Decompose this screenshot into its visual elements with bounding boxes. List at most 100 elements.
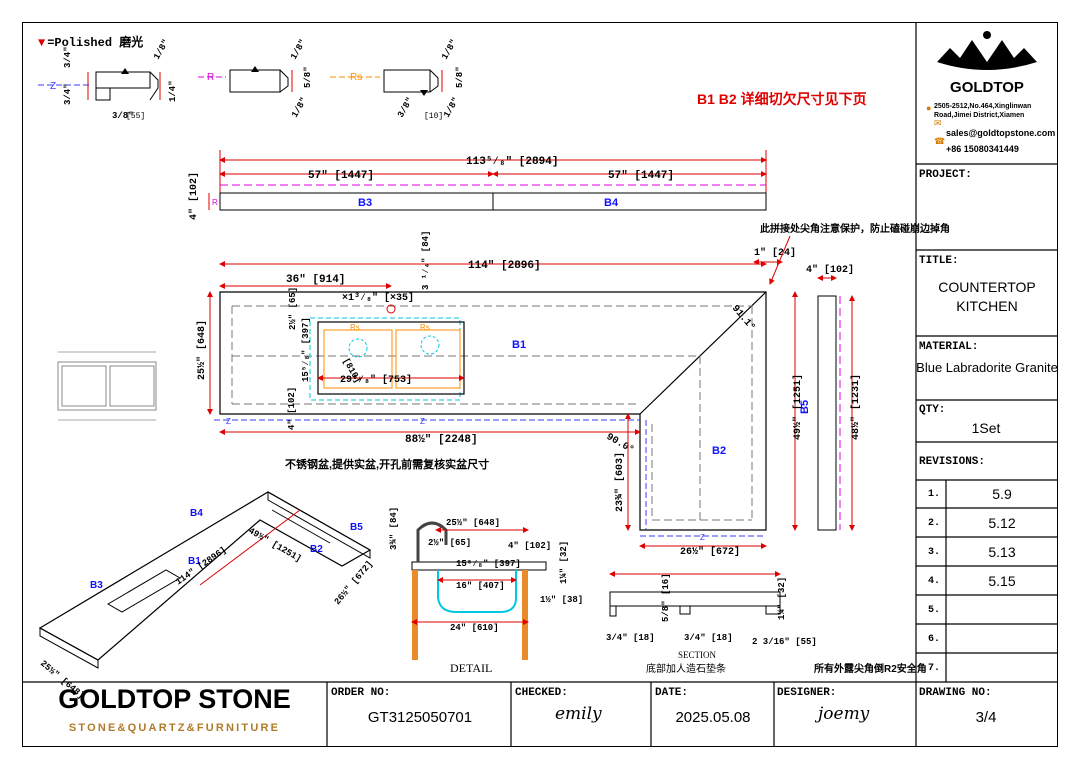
edge-profile-z: Z 3/4" 3/4" 3/8" 1/4" 1/8" [55] [38, 38, 178, 121]
svg-text:3/8": 3/8" [112, 111, 134, 121]
revision-row: 2.5.12 [928, 515, 1016, 531]
checked-label: CHECKED: [515, 687, 568, 699]
material-value: Blue Labradorite Granite [916, 360, 1058, 375]
svg-text:5/8": 5/8" [303, 66, 313, 88]
svg-text:25½" [648]: 25½" [648] [196, 320, 208, 380]
title-value: COUNTERTOP KITCHEN [938, 279, 1036, 314]
company-email: sales@goldtopstone.com [946, 128, 1056, 138]
svg-text:1/8": 1/8" [290, 96, 309, 120]
svg-text:88½" [2248]: 88½" [2248] [405, 434, 478, 446]
svg-text:不锈钢盆,提供实盆,开孔前需复核实盆尺寸: 不锈钢盆,提供实盆,开孔前需复核实盆尺寸 [285, 457, 489, 471]
edge-profile-r: R 1/8" 5/8" 1/8" [198, 38, 313, 120]
drawing-frame [22, 22, 1058, 747]
svg-text:15⁵⁄₈" [397]: 15⁵⁄₈" [397] [301, 317, 311, 382]
svg-text:113⁵⁄₈" [2894]: 113⁵⁄₈" [2894] [466, 156, 558, 168]
checked-signature: emily [555, 704, 602, 724]
revision-row: 5. [928, 605, 941, 616]
revisions-table: 1.5.9 2.5.12 3.5.13 4.5.15 5. 6. 7. [916, 480, 1058, 682]
revision-row: 6. [928, 634, 941, 645]
svg-text:Rs: Rs [420, 323, 430, 332]
material-label: MATERIAL: [919, 341, 979, 353]
svg-text:Z: Z [226, 417, 231, 426]
order-label: ORDER NO: [331, 687, 391, 699]
svg-text:Z: Z [700, 533, 705, 542]
qty-value: 1Set [971, 420, 1001, 436]
svg-text:5/8": 5/8" [455, 66, 465, 88]
svg-text:3/4" [18]: 3/4" [18] [684, 633, 733, 643]
svg-text:4" [102]: 4" [102] [508, 541, 551, 551]
svg-text:3/4" [18]: 3/4" [18] [606, 633, 655, 643]
svg-text:Rs: Rs [350, 323, 360, 332]
revisions-label: REVISIONS: [919, 456, 986, 468]
svg-text:B1: B1 [188, 556, 201, 567]
svg-text:1¼" [32]: 1¼" [32] [559, 541, 569, 584]
email-icon: ✉ [934, 118, 942, 128]
svg-text:B4: B4 [190, 508, 203, 519]
svg-text:R: R [207, 72, 214, 83]
svg-text:1/8": 1/8" [152, 38, 171, 62]
svg-text:B3: B3 [358, 197, 372, 209]
safety-note: 所有外露尖角倒R2安全角 [814, 662, 927, 675]
svg-text:底部加人造石垫条: 底部加人造石垫条 [646, 662, 726, 675]
qty-label: QTY: [919, 404, 946, 416]
sink-detail: 25½" [648] 3¾" [84] 2½" [65] 4" [102] 15… [389, 507, 583, 675]
edge-profile-rs: Rs 1/8" 5/8" 3/8" [10] 1/8" [330, 38, 465, 121]
svg-text:25½" [648]: 25½" [648] [446, 518, 500, 528]
svg-text:[10]: [10] [424, 112, 443, 121]
designer-signature: joemy [818, 704, 870, 724]
svg-text:26½" [672]: 26½" [672] [333, 559, 375, 607]
svg-text:57" [1447]: 57" [1447] [608, 170, 674, 182]
svg-text:16" [407]: 16" [407] [456, 581, 505, 591]
svg-text:48½" [1231]: 48½" [1231] [850, 374, 862, 440]
svg-text:57" [1447]: 57" [1447] [308, 170, 374, 182]
svg-text:91.1°: 91.1° [729, 303, 757, 334]
svg-text:3/8": 3/8" [396, 96, 415, 120]
svg-text:3/4": 3/4" [63, 83, 73, 105]
title-label: TITLE: [919, 255, 959, 267]
logo-text: GOLDTOP [950, 79, 1024, 96]
svg-text:Z: Z [50, 81, 56, 92]
svg-text:36" [914]: 36" [914] [286, 274, 345, 286]
svg-text:Z: Z [420, 417, 425, 426]
date-label: DATE: [655, 687, 689, 699]
backsplash-view: 113⁵⁄₈" [2894] 57" [1447] 57" [1447] B3 … [188, 150, 767, 220]
svg-text:B2: B2 [310, 544, 323, 555]
svg-text:B4: B4 [604, 197, 619, 209]
svg-text:B2: B2 [712, 445, 726, 457]
svg-text:24" [610]: 24" [610] [450, 623, 499, 633]
svg-text:26½" [672]: 26½" [672] [680, 546, 740, 558]
svg-text:B5: B5 [799, 400, 811, 414]
revision-row: 3.5.13 [928, 544, 1016, 560]
phone-icon: ☎ [934, 136, 945, 146]
svg-text:2 3/16" [55]: 2 3/16" [55] [752, 637, 817, 647]
svg-text:[55]: [55] [126, 112, 145, 121]
title-block-grid [22, 22, 1058, 747]
countertop-plan: Z Z Z Rs Rs 114" [2896] 36" [914] ×1³⁄₈"… [196, 222, 950, 558]
svg-text:2½" [65]: 2½" [65] [428, 538, 471, 548]
svg-text:1/8": 1/8" [442, 96, 461, 120]
svg-text:114" [2896]: 114" [2896] [174, 545, 228, 587]
svg-text:4" [102]: 4" [102] [287, 387, 297, 430]
svg-text:B5: B5 [350, 522, 363, 533]
drawing-label: DRAWING NO: [919, 687, 992, 699]
date-value: 2025.05.08 [675, 709, 751, 726]
isometric-view: B4 B5 B1 B2 B3 49½" [1251] 114" [2896] 2… [38, 491, 375, 701]
svg-text:49½" [1251]: 49½" [1251] [792, 374, 804, 440]
svg-text:4" [102]: 4" [102] [806, 264, 854, 276]
svg-text:SECTION: SECTION [678, 650, 717, 660]
brand-tagline: STONE&QUARTZ&FURNITURE [68, 722, 281, 734]
svg-text:49½" [1251]: 49½" [1251] [247, 526, 303, 564]
designer-label: DESIGNER: [777, 687, 837, 699]
svg-text:2½" [65]: 2½" [65] [288, 287, 298, 330]
brand-name: GOLDTOP STONE [58, 684, 291, 714]
location-icon: ● [926, 103, 931, 113]
revision-row: 1.5.9 [928, 486, 1012, 502]
svg-text:5/8" [16]: 5/8" [16] [661, 573, 671, 622]
svg-text:3¾" [84]: 3¾" [84] [389, 507, 399, 550]
svg-text:4" [102]: 4" [102] [188, 172, 200, 220]
company-phone: +86 15080341449 [946, 144, 1019, 154]
svg-text:DETAIL: DETAIL [450, 661, 492, 675]
svg-text:23¾" [603]: 23¾" [603] [614, 452, 626, 512]
polished-legend: ▼=Polished 磨光 [38, 34, 143, 50]
svg-text:1/8": 1/8" [289, 38, 308, 62]
